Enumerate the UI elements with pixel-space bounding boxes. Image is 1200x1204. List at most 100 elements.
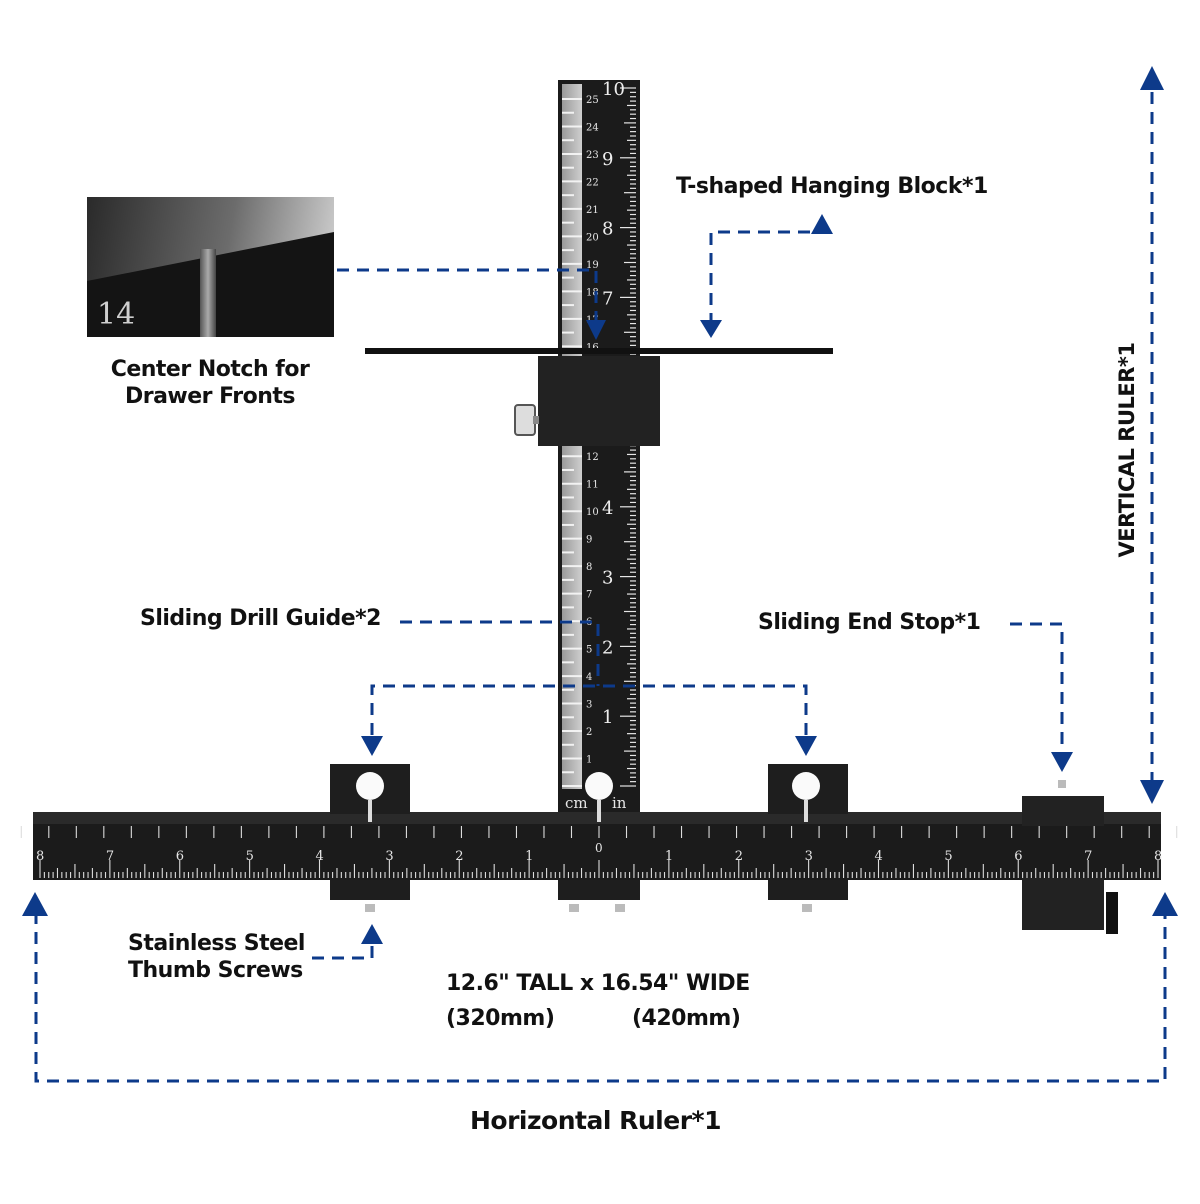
cm-tick-label: 4 [586, 672, 592, 683]
cm-tick-label: 7 [586, 590, 592, 601]
thumb-screw-icon [802, 904, 812, 912]
arrow-down-icon [1051, 752, 1073, 772]
arrow-down-icon [700, 320, 722, 338]
cm-tick-label: 23 [586, 150, 599, 161]
horizontal-ruler-label: Horizontal Ruler*1 [470, 1106, 722, 1135]
center-notch-label-line1: Center Notch for [110, 357, 310, 382]
in-unit-label: in [612, 794, 627, 812]
thumb-screws-label-line2: Thumb Screws [128, 958, 303, 983]
t-block-screw-shaft [533, 416, 539, 424]
inch-tick-label: 2 [455, 849, 463, 864]
center-hole-icon [585, 772, 613, 800]
cm-unit-label: cm [565, 794, 588, 812]
inch-tick-label: 7 [1084, 849, 1092, 864]
cm-tick-label: 21 [586, 205, 599, 216]
thumb-screw-icon [1058, 780, 1066, 788]
inset-scale-number: 14 [97, 297, 136, 332]
inch-tick-label: 8 [1154, 849, 1162, 864]
dimensions-label: 12.6" TALL x 16.54" WIDE [446, 971, 750, 996]
arrow-down-icon [361, 736, 383, 756]
end-stop-label: Sliding End Stop*1 [758, 610, 981, 635]
inch-tick-label: 8 [36, 849, 44, 864]
inch-tick-label: 4 [875, 849, 883, 864]
t-shaped-hanging-block [365, 348, 833, 446]
cm-tick-label: 3 [586, 700, 592, 711]
cm-tick-label: 9 [586, 535, 592, 546]
t-block-label: T-shaped Hanging Block*1 [676, 174, 988, 199]
drill-guide-branch-leader [370, 684, 808, 735]
horizontal-ruler-ticks [20, 826, 1178, 878]
horizontal-ruler-body [33, 824, 1161, 880]
inch-tick-label: 6 [176, 849, 184, 864]
end-stop-bottom [1022, 878, 1104, 930]
cm-tick-label: 24 [586, 122, 599, 133]
drill-guide-bottom [768, 880, 848, 900]
sliding-drill-guide-right [768, 764, 848, 900]
vertical-ruler-label: VERTICAL RULER*1 [1115, 342, 1139, 558]
thumb-screw-icons [365, 780, 1066, 912]
arrow-down-icon [1140, 780, 1164, 804]
inch-tick-label: 7 [602, 288, 613, 309]
drill-hole-icon [356, 772, 384, 800]
cm-tick-label: 22 [586, 177, 599, 188]
center-notch-leader [337, 268, 598, 320]
inch-tick-label: 4 [316, 849, 324, 864]
drill-guide-center-line [804, 800, 808, 822]
arrow-up-icon [22, 892, 48, 916]
cm-tick-label: 5 [586, 645, 592, 656]
inch-tick-label: 4 [602, 498, 613, 519]
arrow-up-icon [1140, 66, 1164, 90]
thumb-screw-leader [312, 944, 374, 960]
cm-tick-label: 10 [586, 507, 599, 518]
inch-tick-label: 2 [735, 849, 743, 864]
inch-tick-label: 6 [1014, 849, 1022, 864]
arrow-up-icon [361, 924, 383, 944]
center-line [597, 800, 601, 822]
inch-tick-label: 1 [602, 707, 613, 728]
inch-tick-label: 1 [665, 849, 673, 864]
arrow-down-icon [586, 320, 606, 340]
cm-tick-label: 19 [586, 260, 599, 271]
inch-tick-label: 2 [602, 637, 613, 658]
thumb-screws-label: Stainless Steel Thumb Screws [128, 930, 305, 984]
dimensions-tall-mm: (320mm) [446, 1006, 555, 1031]
annotation-arrows [22, 66, 1178, 944]
thumb-screw-icon [365, 904, 375, 912]
thumb-screw-icon [615, 904, 625, 912]
inch-tick-label: 9 [602, 149, 613, 170]
annotation-lines [34, 92, 1167, 1083]
inch-tick-label: 3 [805, 849, 813, 864]
arrow-up-icon [811, 214, 833, 234]
end-stop-tab [1106, 892, 1118, 934]
t-block-bar [365, 348, 833, 354]
sliding-drill-guide-left [330, 764, 410, 900]
inch-tick-label: 3 [385, 849, 393, 864]
end-stop-top [1022, 796, 1104, 826]
end-stop-leader [1010, 622, 1064, 752]
horizontal-ruler-dimension [34, 912, 1167, 1083]
drill-guide-label: Sliding Drill Guide*2 [140, 606, 381, 631]
cm-tick-label: 11 [586, 480, 599, 491]
cm-tick-label: 1 [586, 755, 592, 766]
center-notch-inset-photo: 14 [87, 197, 334, 337]
inch-tick-label: 3 [602, 568, 613, 589]
thumb-screws-label-line1: Stainless Steel [128, 931, 305, 956]
drill-guide-leader [400, 620, 600, 686]
sliding-end-stop [1022, 796, 1118, 934]
cm-tick-label: 16 [586, 342, 599, 353]
inch-tick-label: 10 [602, 79, 625, 100]
cm-tick-label: 8 [586, 562, 592, 573]
center-notch-icon [200, 249, 216, 337]
arrow-up-icon [1152, 892, 1178, 916]
center-notch-label: Center Notch for Drawer Fronts [90, 356, 330, 410]
thumb-screw-icon [569, 904, 579, 912]
drill-guide-center-line [368, 800, 372, 822]
cm-tick-label: 18 [586, 287, 599, 298]
center-notch-label-line2: Drawer Fronts [124, 384, 296, 409]
t-block-thumb-screw [514, 404, 536, 436]
